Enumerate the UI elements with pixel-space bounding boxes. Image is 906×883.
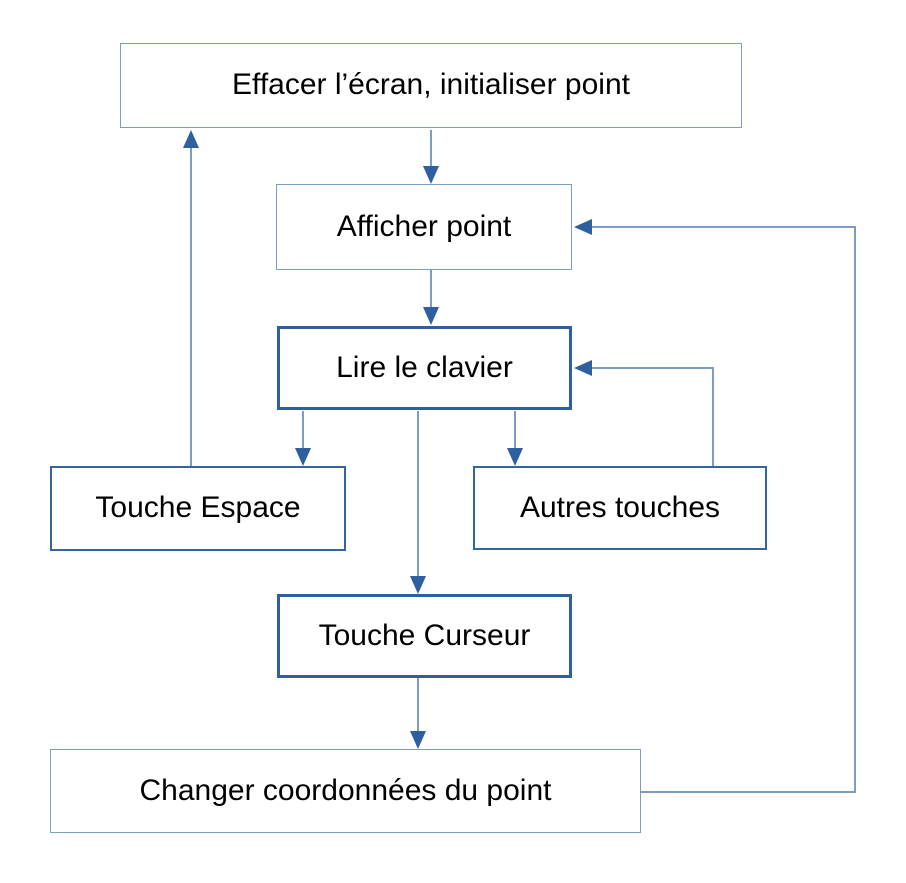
edge-arrowhead — [295, 448, 311, 466]
node-lire-clavier-label: Lire le clavier — [336, 350, 513, 384]
node-touche-espace-label: Touche Espace — [95, 491, 301, 525]
edge-afficher-to-lire — [423, 270, 439, 325]
edge-arrowhead — [410, 731, 426, 749]
node-lire-clavier: Lire le clavier — [277, 326, 572, 410]
node-changer-coordonnees: Changer coordonnées du point — [50, 749, 641, 833]
node-autres-touches: Autres touches — [473, 466, 767, 550]
edge-arrowhead — [410, 576, 426, 594]
node-effacer-ecran-label: Effacer l’écran, initialiser point — [232, 68, 630, 102]
edge-arrowhead — [423, 307, 439, 325]
edge-lire-to-autres — [507, 411, 523, 466]
edge-arrowhead — [574, 360, 592, 376]
node-changer-coordonnees-label: Changer coordonnées du point — [139, 773, 552, 807]
node-afficher-point-label: Afficher point — [336, 209, 512, 243]
node-effacer-ecran: Effacer l’écran, initialiser point — [120, 43, 742, 128]
edge-arrowhead — [183, 130, 199, 148]
edge-arrowhead — [423, 166, 439, 184]
edge-changer-to-afficher — [574, 219, 856, 793]
edge-arrowhead — [574, 219, 592, 235]
edge-espace-to-effacer — [183, 130, 199, 467]
node-afficher-point: Afficher point — [276, 184, 572, 270]
edge-effacer-to-afficher — [423, 130, 439, 184]
node-touche-curseur: Touche Curseur — [277, 594, 572, 678]
edge-arrowhead — [507, 448, 523, 466]
edge-autres-to-lire — [574, 360, 714, 466]
edge-lire-to-espace — [295, 411, 311, 466]
node-touche-espace: Touche Espace — [50, 466, 346, 551]
edge-lire-to-curseur — [410, 411, 426, 594]
node-touche-curseur-label: Touche Curseur — [318, 618, 531, 652]
node-autres-touches-label: Autres touches — [519, 490, 721, 524]
edge-curseur-to-changer — [410, 678, 426, 749]
